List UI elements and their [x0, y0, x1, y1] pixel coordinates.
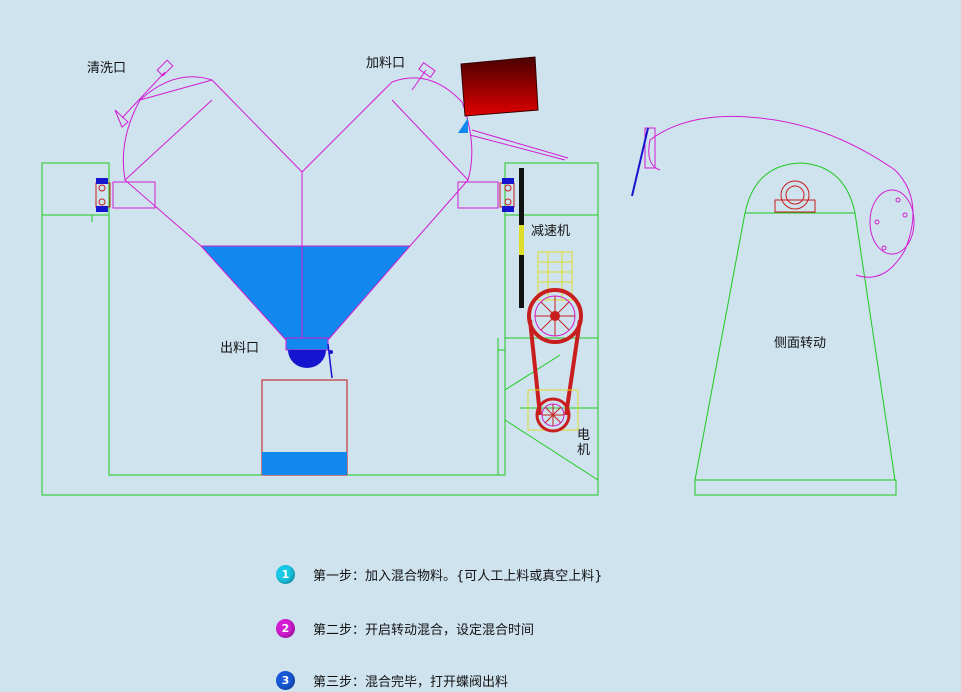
step-text: 第二步：开启转动混合，设定混合时间 [313, 622, 535, 638]
step-item: 3 第三步：混合完毕，打开蝶阀出料 [276, 670, 508, 690]
step-text: 第一步：加入混合物料。{可人工上料或真空上料} [313, 568, 603, 584]
left-bearing [95, 178, 156, 212]
label-cleaning-port: 清洗口 [87, 61, 126, 76]
step-number-badge: 2 [276, 618, 295, 638]
step-item: 1 第一步：加入混合物料。{可人工上料或真空上料} [276, 564, 603, 584]
step-number-badge: 1 [276, 564, 295, 584]
label-side-rotation: 侧面转动 [774, 336, 826, 351]
large-pulley [527, 288, 583, 344]
right-bearing [457, 178, 515, 212]
receiving-container [261, 379, 348, 476]
drive-belt [528, 319, 582, 416]
step-text: 第三步：混合完毕，打开蝶阀出料 [313, 674, 509, 690]
discharge-valve [285, 337, 333, 379]
label-feeding-port: 加料口 [366, 56, 405, 71]
drive-assembly [519, 168, 583, 433]
label-motor-1: 电 [577, 428, 590, 443]
feeding-hopper [458, 56, 539, 133]
step-number-badge: 3 [276, 670, 295, 690]
label-discharge-port: 出料口 [220, 341, 259, 356]
side-bearing [774, 180, 816, 213]
v-vessel [122, 76, 473, 341]
feeding-port-valve [411, 62, 569, 161]
side-view [631, 115, 915, 496]
cleaning-port-valve [114, 59, 174, 128]
motor [527, 389, 579, 433]
label-reducer: 减速机 [531, 224, 570, 239]
label-motor-2: 机 [577, 443, 590, 458]
step-item: 2 第二步：开启转动混合，设定混合时间 [276, 618, 534, 638]
material-fill [201, 246, 410, 340]
